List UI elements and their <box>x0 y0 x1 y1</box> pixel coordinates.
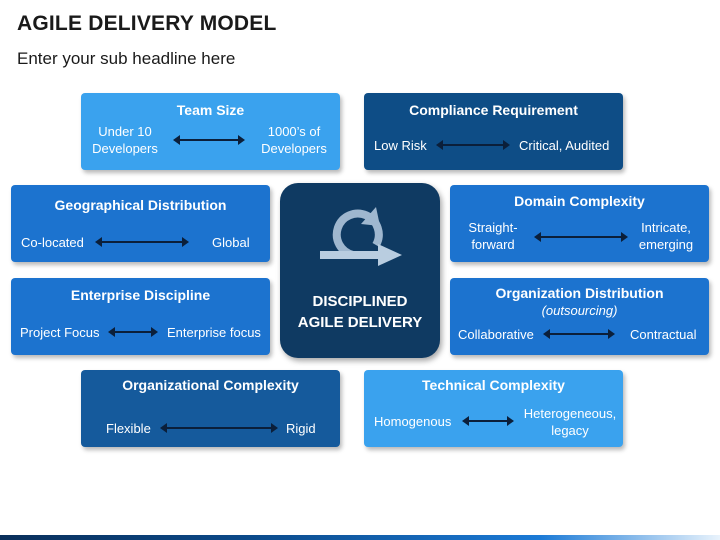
card-title: Domain Complexity <box>514 193 645 209</box>
card-enterprise-discipline: Enterprise Discipline Project Focus Ente… <box>11 278 270 355</box>
center-label-line1: DISCIPLINED <box>312 293 408 310</box>
card-title: Enterprise Discipline <box>70 287 211 303</box>
left-label: Under 10 Developers <box>92 124 158 156</box>
card-title: Compliance Requirement <box>409 102 578 118</box>
page-title: AGILE DELIVERY MODEL <box>17 12 277 35</box>
card-compliance-requirement: Compliance Requirement Low Risk Critical… <box>364 93 623 170</box>
double-arrow-icon <box>543 329 615 339</box>
left-label: Flexible <box>106 421 151 436</box>
right-label: Intricate, emerging <box>638 220 694 252</box>
card-title: Organization Distribution <box>495 285 664 301</box>
right-label: Contractual <box>630 327 697 342</box>
left-label: Project Focus <box>20 325 100 340</box>
card-title: Geographical Distribution <box>54 197 227 213</box>
card-organization-distribution: Organization Distribution (outsourcing) … <box>450 278 709 355</box>
card-technical-complexity: Technical Complexity Homogenous Heteroge… <box>364 370 623 447</box>
center-label: DISCIPLINED AGILE DELIVERY <box>280 291 440 333</box>
right-label: Critical, Audited <box>519 138 610 153</box>
left-label: Homogenous <box>374 414 452 429</box>
cycle-arrow-icon <box>320 207 402 266</box>
card-title: Organizational Complexity <box>122 377 299 393</box>
double-arrow-icon <box>95 237 189 247</box>
card-domain-complexity: Domain Complexity Straight-forward Intri… <box>450 185 709 262</box>
double-arrow-icon <box>160 423 278 433</box>
left-label: Collaborative <box>458 327 534 342</box>
card-title: Team Size <box>176 102 245 118</box>
double-arrow-icon <box>173 135 245 145</box>
double-arrow-icon <box>108 327 158 337</box>
right-label: 1000’s of Developers <box>261 124 327 156</box>
double-arrow-icon <box>462 416 514 426</box>
double-arrow-icon <box>534 232 628 242</box>
center-block: DISCIPLINED AGILE DELIVERY <box>280 183 440 358</box>
page-subtitle: Enter your sub headline here <box>17 49 236 68</box>
left-label: Co-located <box>21 235 84 250</box>
card-geographical-distribution: Geographical Distribution Co-located Glo… <box>11 185 270 262</box>
left-label: Straight-forward <box>468 220 518 252</box>
double-arrow-icon <box>436 140 510 150</box>
right-label: Heterogeneous, legacy <box>523 406 617 438</box>
right-label: Enterprise focus <box>167 325 261 340</box>
right-label: Global <box>212 235 250 250</box>
center-label-line2: AGILE DELIVERY <box>297 314 423 331</box>
card-subtitle: (outsourcing) <box>541 303 618 318</box>
right-label: Rigid <box>286 421 316 436</box>
card-team-size: Team Size Under 10 Developers 1000’s of … <box>81 93 340 170</box>
bottom-bar <box>0 535 720 540</box>
card-title: Technical Complexity <box>422 377 565 393</box>
card-organizational-complexity: Organizational Complexity Flexible Rigid <box>81 370 340 447</box>
left-label: Low Risk <box>374 138 427 153</box>
